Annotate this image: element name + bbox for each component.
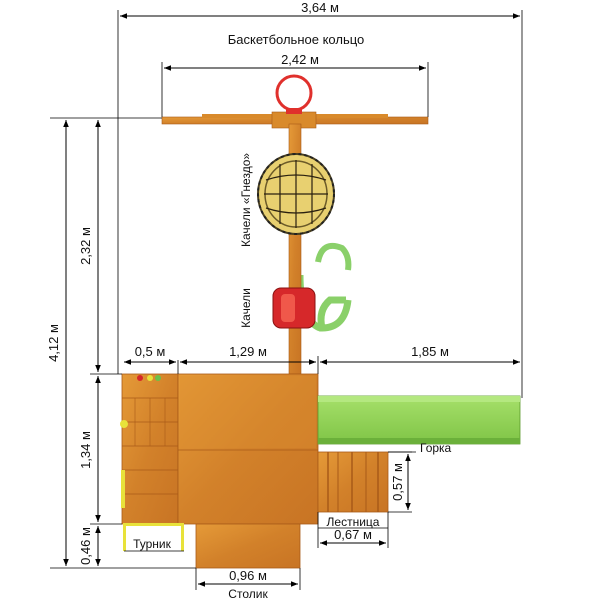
dim-total-height-label: 4,12 м: [46, 324, 61, 362]
basketball-hoop: [275, 74, 313, 114]
table-label: Столик: [228, 587, 268, 600]
dim-hoop-beam-label: 2,42 м: [281, 52, 319, 67]
dim-platform-height-label: 1,34 м: [78, 431, 93, 469]
slide-label: Горка: [420, 441, 452, 455]
ladder-label-group: Лестница: [318, 515, 388, 529]
red-swing: [272, 287, 316, 329]
dim-hoop-beam: 2,42 м: [161, 52, 429, 117]
ladder-label: Лестница: [327, 515, 380, 529]
basketball-label: Баскетбольное кольцо: [228, 32, 365, 47]
dim-platform-width-label: 1,29 м: [229, 344, 267, 359]
dim-total-width-label: 3,64 м: [301, 0, 339, 15]
bar-label: Турник: [133, 537, 172, 551]
dim-platform-height: 1,34 м: [78, 373, 122, 525]
slide-label-group: Горка: [388, 441, 452, 455]
main-platform: [177, 373, 319, 525]
slide: [317, 395, 521, 445]
table: [195, 523, 301, 569]
dim-ladder-height: 0,57 м: [388, 451, 412, 513]
nest-swing: [257, 153, 335, 235]
dim-upper-height-label: 2,32 м: [78, 227, 93, 265]
dim-slide-length-label: 1,85 м: [411, 344, 449, 359]
pull-up-bar: [121, 470, 184, 551]
dim-table-width-label: 0,96 м: [229, 568, 267, 583]
left-section: [120, 373, 179, 525]
dim-table-width: 0,96 м: [195, 568, 301, 590]
bar-label-group: Турник: [124, 537, 184, 552]
dim-ladder-width-label: 0,67 м: [334, 527, 372, 542]
dim-ladder-height-label: 0,57 м: [390, 463, 405, 501]
dim-ladder-width: 0,67 м: [317, 512, 389, 548]
dim-bottom-height-label: 0,46 м: [78, 527, 93, 565]
dim-total-height: 4,12 м: [46, 117, 196, 569]
dim-row-mid: 0,5 м 1,29 м 1,85 м: [124, 344, 520, 374]
dim-total-width: 3,64 м: [117, 0, 523, 398]
dim-bottom-height: 0,46 м: [78, 526, 101, 566]
dim-left-section-label: 0,5 м: [135, 344, 166, 359]
swing-label: Качели: [239, 288, 253, 328]
dim-upper-height: 2,32 м: [78, 120, 101, 372]
ladder: [317, 451, 389, 513]
nest-swing-label: Качели «Гнездо»: [239, 153, 253, 247]
